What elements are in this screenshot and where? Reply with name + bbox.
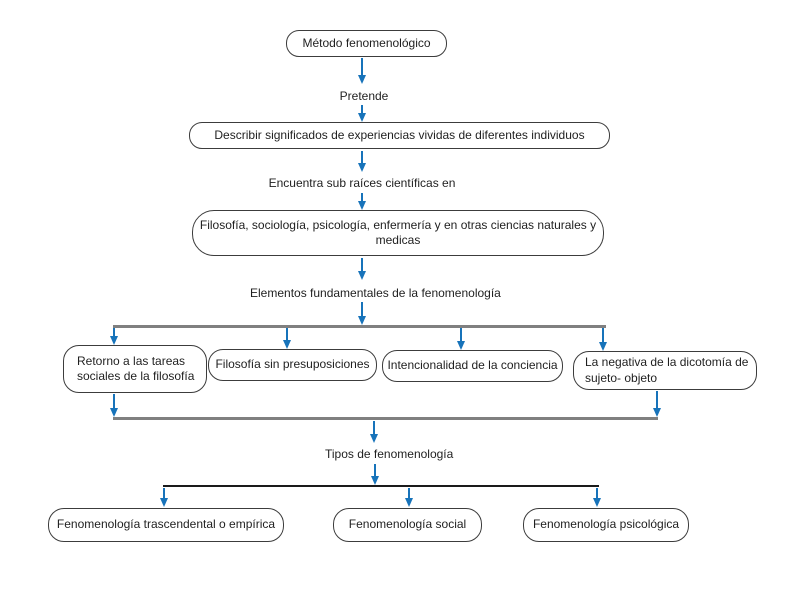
label-elementos-fundamentales: Elementos fundamentales de la fenomenolo…	[250, 286, 501, 300]
node-fenomenologia-trascendental: Fenomenología trascendental o empírica	[48, 508, 284, 542]
arrow-metodo-to-pretende-icon	[361, 58, 363, 75]
converge-line-elementos	[113, 417, 658, 420]
arrow-branch-to-social-icon	[408, 488, 410, 498]
arrow-pretende-to-describir-icon	[361, 105, 363, 113]
branch-line-elementos	[113, 325, 606, 328]
arrow-branch-to-presuposiciones-icon	[286, 328, 288, 340]
arrow-retorno-to-converge-icon	[113, 394, 115, 408]
node-filosofia-sin-presuposiciones: Filosofía sin presuposiciones	[208, 349, 377, 381]
arrow-converge-to-tipos-icon	[373, 421, 375, 434]
branch-line-tipos	[163, 485, 599, 487]
arrow-branch-to-intencionalidad-icon	[460, 328, 462, 341]
arrow-branch-to-negativa-icon	[602, 328, 604, 342]
node-retorno-tareas: Retorno a las tareas sociales de la filo…	[63, 345, 207, 393]
node-raices-cientificas: Filosofía, sociología, psicología, enfer…	[192, 210, 604, 256]
label-encuentra-raices: Encuentra sub raíces científicas en	[268, 176, 456, 190]
arrow-branch-to-trascendental-icon	[163, 488, 165, 498]
node-fenomenologia-psicologica: Fenomenología psicológica	[523, 508, 689, 542]
arrow-encuentra-to-raices-icon	[361, 193, 363, 201]
arrow-raices-to-elementos-icon	[361, 258, 363, 271]
arrow-describir-to-encuentra-icon	[361, 151, 363, 163]
label-pretende: Pretende	[339, 89, 389, 103]
arrow-elementos-to-branch-icon	[361, 302, 363, 316]
arrow-branch-to-retorno-icon	[113, 328, 115, 336]
node-describir-significados: Describir significados de experiencias v…	[189, 122, 610, 149]
label-tipos-fenomenologia: Tipos de fenomenología	[325, 447, 454, 461]
node-fenomenologia-social: Fenomenología social	[333, 508, 482, 542]
node-intencionalidad-conciencia: Intencionalidad de la conciencia	[382, 350, 563, 382]
arrow-negativa-to-converge-icon	[656, 391, 658, 408]
arrow-branch-to-psicologica-icon	[596, 488, 598, 498]
arrow-tipos-to-branch-icon	[374, 464, 376, 476]
node-metodo-fenomenologico: Método fenomenológico	[286, 30, 447, 57]
node-negativa-dicotomia: La negativa de la dicotomía de sujeto- o…	[573, 351, 757, 390]
